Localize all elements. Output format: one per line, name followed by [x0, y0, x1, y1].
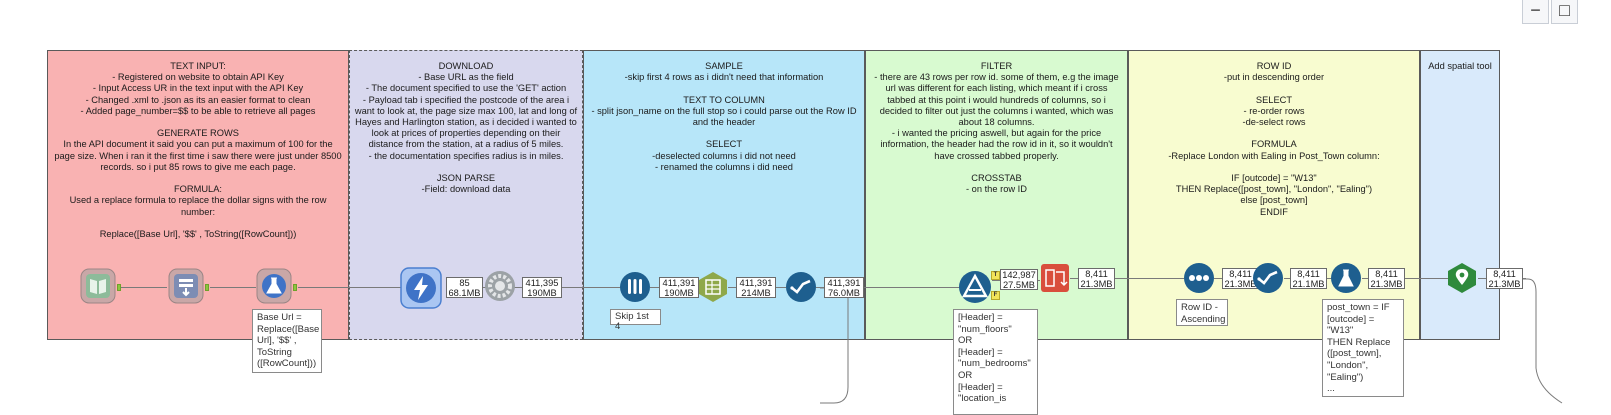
- badge-count: 411,391: [739, 278, 773, 288]
- connector: [1362, 278, 1448, 279]
- container-comment: FILTER - there are 43 rows per row id. s…: [874, 61, 1119, 195]
- badge-count: 411,391: [827, 278, 861, 288]
- container-row-id[interactable]: ROW ID -put in descending order SELECT -…: [1128, 50, 1420, 340]
- tool-annotation: post_town = IF [outcode] = "W13" THEN Re…: [1322, 299, 1404, 397]
- badge-count: 8,411: [1375, 269, 1398, 279]
- badge-size: 190MB: [527, 287, 557, 298]
- download-tool[interactable]: [400, 267, 442, 309]
- connector: [210, 287, 256, 288]
- record-count-badge: 8,411 21.3MB: [1486, 268, 1523, 289]
- create-points-tool[interactable]: [1446, 262, 1478, 294]
- sample-tool[interactable]: [619, 271, 651, 303]
- record-count-badge: 8,411 21.3MB: [1368, 268, 1405, 289]
- crosstab-icon: [1041, 264, 1069, 292]
- output-anchor[interactable]: [205, 284, 209, 291]
- flask-icon: [256, 268, 292, 304]
- badge-size: 214MB: [741, 287, 771, 298]
- badge-size: 21.3MB: [1488, 278, 1521, 289]
- output-anchor[interactable]: [117, 284, 121, 291]
- record-count-badge: 411,391 190MB: [659, 277, 699, 298]
- connector: [561, 287, 621, 288]
- split-columns-icon: [699, 272, 727, 302]
- badge-count: 8,411: [1297, 269, 1320, 279]
- badge-count: 8,411: [1493, 269, 1516, 279]
- badge-size: 21.3MB: [1080, 278, 1113, 289]
- container-comment: SAMPLE -skip first 4 rows as i didn't ne…: [591, 61, 857, 172]
- test-tubes-icon: [620, 272, 650, 302]
- record-count-badge: 411,391 76.0MB: [824, 277, 864, 298]
- badge-size: 21.1MB: [1292, 278, 1325, 289]
- map-pin-icon: [1448, 263, 1476, 293]
- checkmark-icon: [786, 272, 816, 302]
- badge-size: 21.3MB: [1370, 278, 1403, 289]
- record-count-badge: 411,395 190MB: [522, 277, 562, 298]
- filter-triangle-icon: [959, 271, 991, 303]
- record-id-tool[interactable]: [1183, 262, 1215, 294]
- text-to-columns-tool[interactable]: [697, 271, 729, 303]
- container-comment: Add spatial tool: [1428, 61, 1492, 71]
- lightning-icon: [400, 267, 442, 309]
- badge-count: 8,411: [1085, 269, 1108, 279]
- filter-tool[interactable]: [958, 270, 992, 304]
- badge-count: 411,391: [662, 278, 696, 288]
- generate-rows-icon: [168, 268, 204, 304]
- badge-size: 76.0MB: [827, 287, 861, 298]
- dots-icon: [1184, 263, 1214, 293]
- flask-icon: [1331, 263, 1361, 293]
- tool-annotation: Skip 1st 4: [610, 309, 661, 332]
- record-count-badge: 8,411 21.1MB: [1290, 268, 1327, 289]
- container-comment: ROW ID -put in descending order SELECT -…: [1168, 61, 1380, 217]
- text-input-tool[interactable]: [80, 268, 116, 304]
- tool-annotation: Row ID - Ascending: [1176, 299, 1228, 326]
- output-anchor[interactable]: [293, 284, 297, 291]
- badge-count: 411,395: [525, 278, 559, 288]
- badge-count: 85: [459, 278, 470, 288]
- record-count-badge: 8,411 21.3MB: [1078, 268, 1115, 289]
- badge-count: 8,411: [1229, 269, 1252, 279]
- container-comment: DOWNLOAD - Base URL as the field - The d…: [354, 61, 578, 195]
- true-output-anchor[interactable]: T: [991, 271, 1000, 280]
- badge-size: 27.5MB: [1002, 279, 1036, 290]
- select-tool[interactable]: [1252, 262, 1284, 294]
- false-output-anchor[interactable]: F: [991, 291, 1000, 300]
- record-count-badge: 411,391 214MB: [736, 277, 776, 298]
- badge-size: 190MB: [664, 287, 694, 298]
- connector: [1070, 278, 1184, 279]
- record-count-badge: 85 68.1MB: [446, 277, 483, 298]
- connector-curve: [820, 287, 849, 404]
- record-count-badge: 8,411 21.3MB: [1222, 268, 1259, 289]
- badge-size: 21.3MB: [1224, 278, 1257, 289]
- connector: [121, 287, 167, 288]
- crosstab-tool[interactable]: [1040, 263, 1070, 293]
- tool-annotation: Base Url = Replace([Base Url], '$$' , To…: [252, 309, 322, 373]
- gear-icon: [485, 271, 515, 301]
- container-comment: TEXT INPUT: - Registered on website to o…: [54, 61, 342, 240]
- formula-tool[interactable]: [256, 268, 292, 304]
- select-tool[interactable]: [785, 271, 817, 303]
- book-icon: [80, 268, 116, 304]
- tool-annotation: [Header] = "num_floors" OR [Header] = "n…: [953, 309, 1038, 415]
- record-count-badge: 142,987 27.5MB: [1000, 269, 1038, 290]
- badge-count: 142,987: [1002, 270, 1036, 280]
- container-spatial[interactable]: Add spatial tool: [1420, 50, 1500, 340]
- restore-button[interactable]: □: [1551, 0, 1578, 24]
- connector: [816, 287, 960, 288]
- minimize-button[interactable]: −: [1522, 0, 1549, 24]
- json-parse-tool[interactable]: [484, 270, 516, 302]
- checkmark-icon: [1253, 263, 1283, 293]
- badge-size: 68.1MB: [448, 287, 481, 298]
- generate-rows-tool[interactable]: [168, 268, 204, 304]
- connector: [298, 287, 401, 288]
- connector-curve: [1520, 278, 1563, 404]
- formula-tool[interactable]: [1330, 262, 1362, 294]
